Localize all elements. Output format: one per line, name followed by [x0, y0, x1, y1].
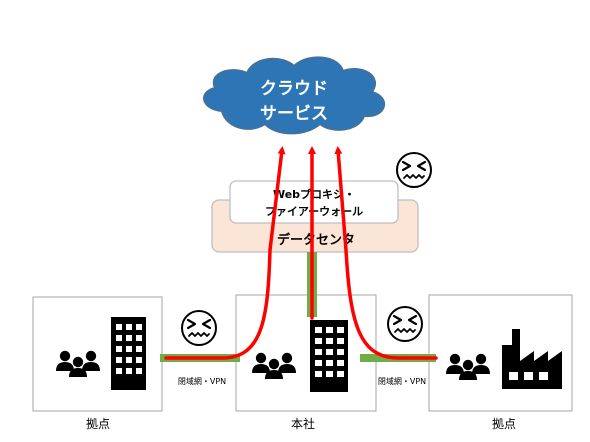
proxy-label-line1: Webプロキシ・: [273, 187, 355, 201]
traffic-path-right: [334, 146, 438, 360]
frustrated-face-icon: [180, 309, 218, 347]
site-center-label: 本社: [291, 416, 315, 431]
site-right-label: 拠点: [492, 417, 516, 431]
proxy-box: [229, 180, 399, 224]
building-icon: [111, 317, 146, 390]
cloud-label-line2: サービス: [260, 104, 328, 124]
frustrated-face-icon: [395, 151, 433, 189]
datacenter-label: データセンタ: [277, 232, 355, 248]
factory-icon: [502, 329, 562, 389]
proxy-firewall: Webプロキシ・ ファイアーウォール: [229, 180, 399, 224]
cloud-icon: [203, 56, 386, 135]
proxy-label-line2: ファイアーウォール: [265, 205, 363, 218]
building-icon: [310, 320, 348, 392]
cloud-label-line1: クラウド: [260, 79, 328, 99]
cloud-services: クラウド サービス: [203, 56, 386, 135]
vpn-label-right: 閉域網・VPN: [378, 376, 426, 386]
frustrated-face-icon: [386, 305, 424, 343]
site-left-label: 拠点: [86, 417, 110, 431]
vpn-label-left: 閉域網・VPN: [178, 376, 226, 386]
site-right-box: [428, 294, 573, 412]
traffic-path-left: [164, 146, 286, 360]
traffic-paths: [164, 146, 438, 360]
